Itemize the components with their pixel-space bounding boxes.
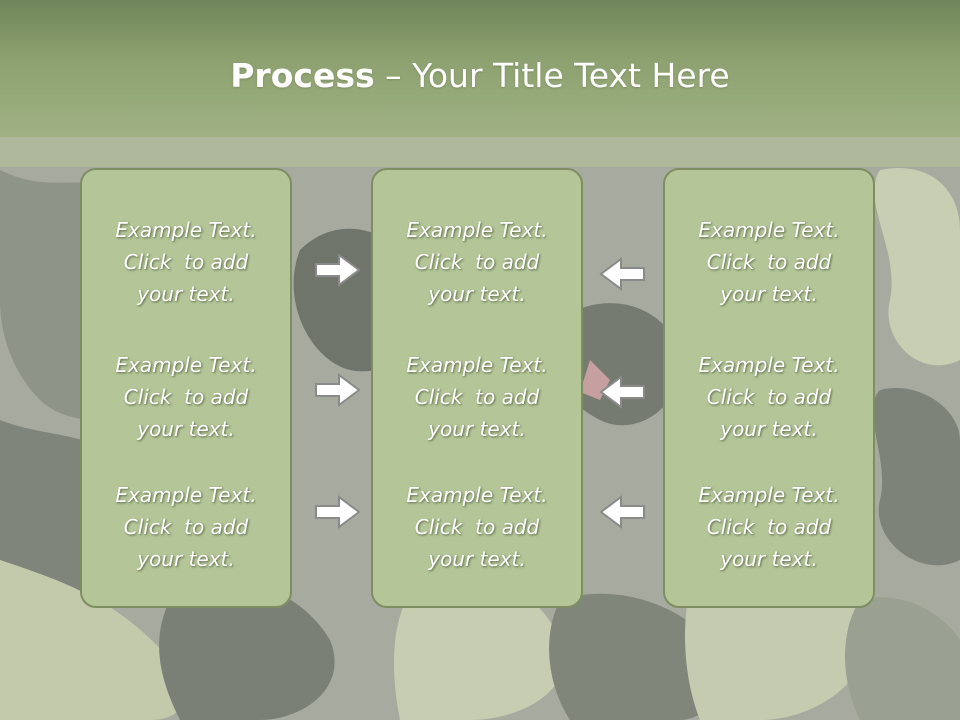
text-line: Click to add <box>706 385 832 409</box>
text-line: Example Text. <box>406 218 548 242</box>
text-line: Click to add <box>123 515 249 539</box>
slide-title[interactable]: Process – Your Title Text Here <box>0 54 960 98</box>
text-line: your text. <box>428 282 526 306</box>
right-arrow-icon[interactable] <box>313 252 363 288</box>
panel-text-item[interactable]: Example Text. Click to add your text. <box>373 479 581 575</box>
left-arrow-icon[interactable] <box>597 494 647 530</box>
panel-text-item[interactable]: Example Text. Click to add your text. <box>373 349 581 445</box>
panel-text-item[interactable]: Example Text. Click to add your text. <box>665 479 873 575</box>
text-line: your text. <box>137 417 235 441</box>
title-bold: Process <box>230 56 375 95</box>
text-line: Example Text. <box>698 218 840 242</box>
panel-text-item[interactable]: Example Text. Click to add your text. <box>82 349 290 445</box>
text-line: Click to add <box>123 250 249 274</box>
text-line: Click to add <box>414 250 540 274</box>
text-line: Click to add <box>414 515 540 539</box>
left-arrow-icon[interactable] <box>597 256 647 292</box>
text-line: Example Text. <box>115 483 257 507</box>
title-rest: – Your Title Text Here <box>374 56 730 95</box>
text-line: your text. <box>428 547 526 571</box>
title-sub-band <box>0 137 960 167</box>
process-panel-left[interactable]: Example Text. Click to add your text. Ex… <box>80 168 292 608</box>
process-panel-center[interactable]: Example Text. Click to add your text. Ex… <box>371 168 583 608</box>
title-band <box>0 0 960 137</box>
left-arrow-icon[interactable] <box>597 374 647 410</box>
text-line: Example Text. <box>698 353 840 377</box>
panel-text-item[interactable]: Example Text. Click to add your text. <box>665 349 873 445</box>
text-line: your text. <box>720 547 818 571</box>
right-arrow-icon[interactable] <box>313 372 363 408</box>
text-line: Example Text. <box>115 353 257 377</box>
panel-text-item[interactable]: Example Text. Click to add your text. <box>373 214 581 310</box>
text-line: your text. <box>720 417 818 441</box>
text-line: Click to add <box>414 385 540 409</box>
text-line: Click to add <box>123 385 249 409</box>
panel-text-item[interactable]: Example Text. Click to add your text. <box>82 479 290 575</box>
panel-text-item[interactable]: Example Text. Click to add your text. <box>82 214 290 310</box>
text-line: your text. <box>720 282 818 306</box>
right-arrow-icon[interactable] <box>313 494 363 530</box>
process-panel-right[interactable]: Example Text. Click to add your text. Ex… <box>663 168 875 608</box>
text-line: Example Text. <box>406 353 548 377</box>
text-line: your text. <box>137 282 235 306</box>
panel-text-item[interactable]: Example Text. Click to add your text. <box>665 214 873 310</box>
text-line: Click to add <box>706 515 832 539</box>
text-line: Click to add <box>706 250 832 274</box>
text-line: Example Text. <box>406 483 548 507</box>
text-line: Example Text. <box>115 218 257 242</box>
text-line: your text. <box>428 417 526 441</box>
text-line: Example Text. <box>698 483 840 507</box>
text-line: your text. <box>137 547 235 571</box>
